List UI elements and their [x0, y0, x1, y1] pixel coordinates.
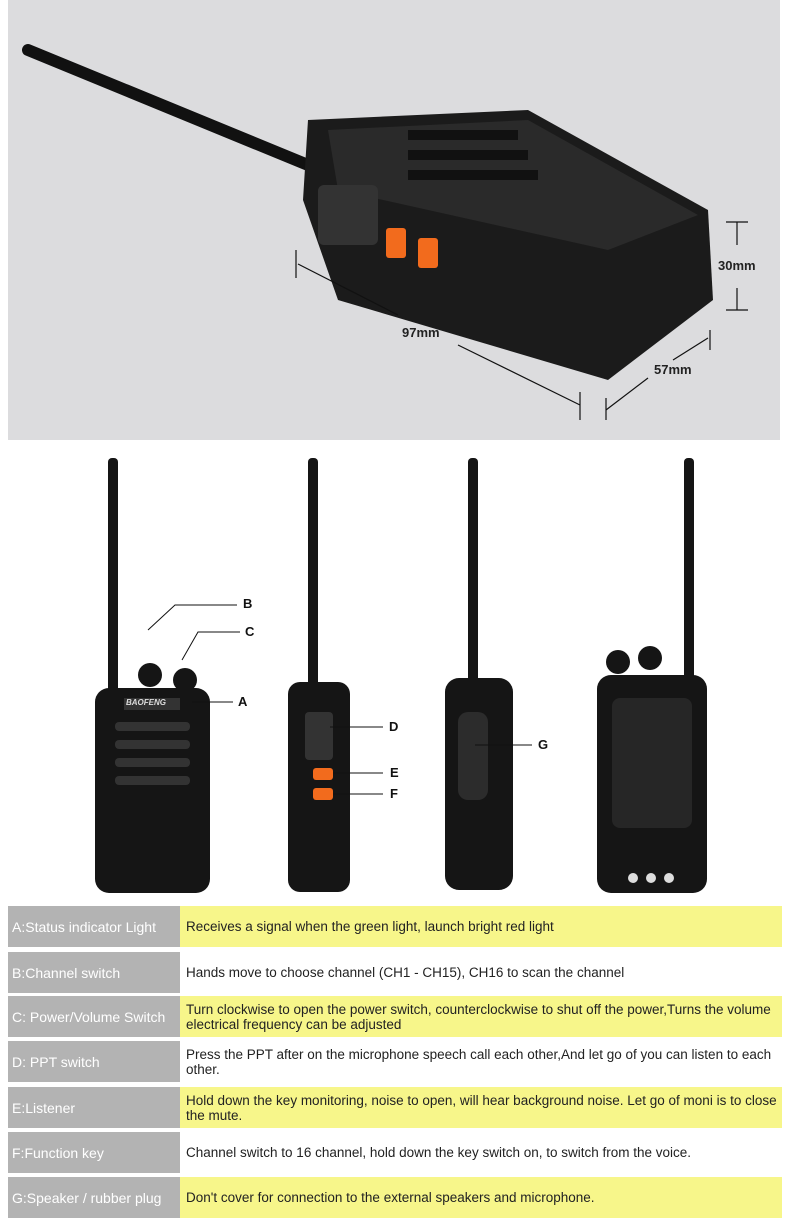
feature-description: Hands move to choose channel (CH1 - CH15… — [180, 952, 782, 993]
length-dimension: 97mm — [402, 325, 440, 340]
feature-label: F:Function key — [8, 1132, 180, 1173]
radio-four-views-image — [95, 458, 707, 893]
feature-label: C: Power/Volume Switch — [8, 996, 180, 1037]
feature-description: Don't cover for connection to the extern… — [180, 1177, 782, 1218]
callout-g: G — [538, 737, 549, 752]
callout-e: E — [390, 765, 399, 780]
depth-dimension: 30mm — [718, 258, 756, 273]
feature-label: E:Listener — [8, 1087, 180, 1128]
callout-a: A — [238, 694, 248, 709]
callout-c: C — [245, 624, 255, 639]
feature-description: Receives a signal when the green light, … — [180, 906, 782, 947]
callout-d: D — [389, 719, 399, 734]
feature-description: Press the PPT after on the microphone sp… — [180, 1041, 782, 1082]
width-dimension: 57mm — [654, 362, 692, 377]
feature-label: B:Channel switch — [8, 952, 180, 993]
feature-label: G:Speaker / rubber plug — [8, 1177, 180, 1218]
feature-description: Hold down the key monitoring, noise to o… — [180, 1087, 782, 1128]
feature-description: Channel switch to 16 channel, hold down … — [180, 1132, 782, 1173]
dimension-photo: 97mm 57mm 30mm — [8, 0, 780, 440]
radio-perspective-image — [22, 44, 748, 420]
brand-logo: BAOFENG — [126, 698, 166, 707]
callout-f: F — [390, 786, 398, 801]
feature-description: Turn clockwise to open the power switch,… — [180, 996, 782, 1037]
feature-label: D: PPT switch — [8, 1041, 180, 1082]
callout-b: B — [243, 596, 253, 611]
radio-views: B C A D E F G BAOFENG — [0, 450, 790, 895]
feature-label: A:Status indicator Light — [8, 906, 180, 947]
